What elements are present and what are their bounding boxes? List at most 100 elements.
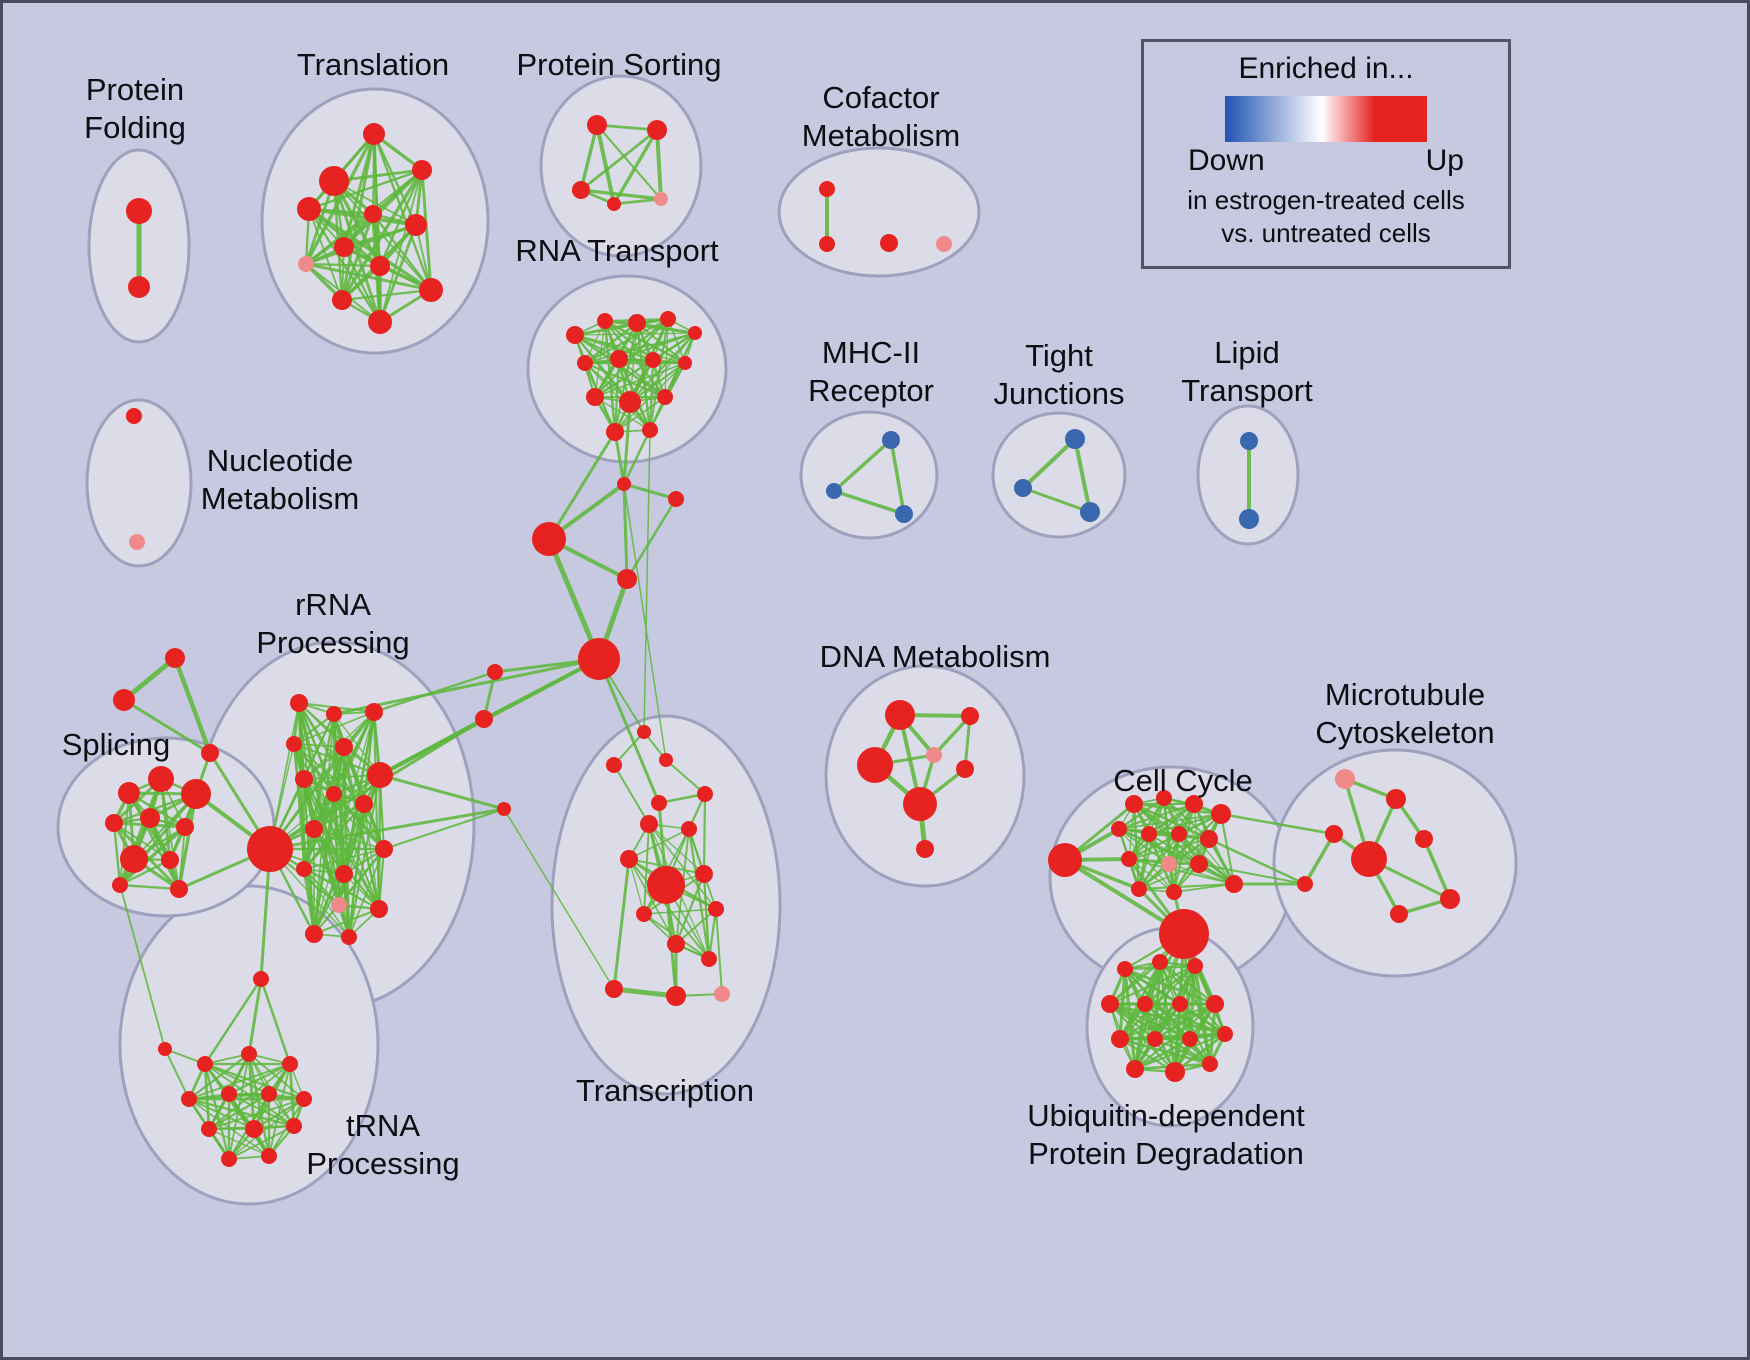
- gene-set-node[interactable]: [181, 1091, 197, 1107]
- gene-set-node[interactable]: [620, 850, 638, 868]
- gene-set-node[interactable]: [617, 569, 637, 589]
- gene-set-node[interactable]: [597, 313, 613, 329]
- gene-set-node[interactable]: [885, 700, 915, 730]
- gene-set-node[interactable]: [606, 423, 624, 441]
- gene-set-node[interactable]: [296, 1091, 312, 1107]
- gene-set-node[interactable]: [1351, 841, 1387, 877]
- gene-set-node[interactable]: [497, 802, 511, 816]
- gene-set-node[interactable]: [176, 818, 194, 836]
- gene-set-node[interactable]: [1121, 851, 1137, 867]
- gene-set-node[interactable]: [363, 123, 385, 145]
- gene-set-node[interactable]: [1166, 884, 1182, 900]
- gene-set-node[interactable]: [605, 980, 623, 998]
- gene-set-node[interactable]: [297, 197, 321, 221]
- gene-set-node[interactable]: [1225, 875, 1243, 893]
- gene-set-node[interactable]: [714, 986, 730, 1002]
- gene-set-node[interactable]: [286, 1118, 302, 1134]
- gene-set-node[interactable]: [105, 814, 123, 832]
- gene-set-node[interactable]: [1335, 769, 1355, 789]
- gene-set-node[interactable]: [936, 236, 952, 252]
- gene-set-node[interactable]: [201, 744, 219, 762]
- gene-set-node[interactable]: [1217, 1026, 1233, 1042]
- gene-set-node[interactable]: [578, 638, 620, 680]
- gene-set-node[interactable]: [645, 352, 661, 368]
- gene-set-node[interactable]: [165, 648, 185, 668]
- gene-set-node[interactable]: [678, 356, 692, 370]
- gene-set-node[interactable]: [331, 897, 347, 913]
- gene-set-node[interactable]: [334, 237, 354, 257]
- gene-set-node[interactable]: [1125, 795, 1143, 813]
- gene-set-node[interactable]: [667, 935, 685, 953]
- gene-set-node[interactable]: [118, 782, 140, 804]
- gene-set-node[interactable]: [1415, 830, 1433, 848]
- gene-set-node[interactable]: [1065, 429, 1085, 449]
- gene-set-node[interactable]: [882, 431, 900, 449]
- gene-set-node[interactable]: [610, 350, 628, 368]
- gene-set-node[interactable]: [1390, 905, 1408, 923]
- gene-set-node[interactable]: [126, 198, 152, 224]
- gene-set-node[interactable]: [697, 786, 713, 802]
- gene-set-node[interactable]: [261, 1148, 277, 1164]
- gene-set-node[interactable]: [903, 787, 937, 821]
- gene-set-node[interactable]: [668, 491, 684, 507]
- gene-set-node[interactable]: [695, 865, 713, 883]
- gene-set-node[interactable]: [129, 534, 145, 550]
- gene-set-node[interactable]: [606, 757, 622, 773]
- gene-set-node[interactable]: [628, 314, 646, 332]
- gene-set-node[interactable]: [475, 710, 493, 728]
- gene-set-node[interactable]: [1172, 996, 1188, 1012]
- gene-set-node[interactable]: [826, 483, 842, 499]
- gene-set-node[interactable]: [572, 181, 590, 199]
- gene-set-node[interactable]: [261, 1086, 277, 1102]
- gene-set-node[interactable]: [332, 290, 352, 310]
- gene-set-node[interactable]: [487, 664, 503, 680]
- gene-set-node[interactable]: [659, 753, 673, 767]
- gene-set-node[interactable]: [1171, 826, 1187, 842]
- gene-set-node[interactable]: [819, 181, 835, 197]
- gene-set-node[interactable]: [158, 1042, 172, 1056]
- gene-set-node[interactable]: [1156, 790, 1172, 806]
- gene-set-node[interactable]: [1141, 826, 1157, 842]
- gene-set-node[interactable]: [1211, 804, 1231, 824]
- gene-set-node[interactable]: [221, 1086, 237, 1102]
- gene-set-node[interactable]: [617, 477, 631, 491]
- gene-set-node[interactable]: [201, 1121, 217, 1137]
- gene-set-node[interactable]: [577, 355, 593, 371]
- gene-set-node[interactable]: [1101, 995, 1119, 1013]
- gene-set-node[interactable]: [367, 762, 393, 788]
- gene-set-node[interactable]: [368, 310, 392, 334]
- gene-set-node[interactable]: [916, 840, 934, 858]
- gene-set-node[interactable]: [1048, 843, 1082, 877]
- gene-set-node[interactable]: [113, 689, 135, 711]
- gene-set-node[interactable]: [1202, 1056, 1218, 1072]
- gene-set-node[interactable]: [587, 115, 607, 135]
- gene-set-node[interactable]: [197, 1056, 213, 1072]
- gene-set-node[interactable]: [666, 986, 686, 1006]
- gene-set-node[interactable]: [1126, 1060, 1144, 1078]
- gene-set-node[interactable]: [181, 779, 211, 809]
- gene-set-node[interactable]: [1182, 1031, 1198, 1047]
- gene-set-node[interactable]: [419, 278, 443, 302]
- gene-set-node[interactable]: [532, 522, 566, 556]
- gene-set-node[interactable]: [355, 795, 373, 813]
- gene-set-node[interactable]: [895, 505, 913, 523]
- gene-set-node[interactable]: [1152, 954, 1168, 970]
- gene-set-node[interactable]: [961, 707, 979, 725]
- gene-set-node[interactable]: [708, 901, 724, 917]
- gene-set-node[interactable]: [365, 703, 383, 721]
- gene-set-node[interactable]: [245, 1120, 263, 1138]
- gene-set-node[interactable]: [1137, 996, 1153, 1012]
- gene-set-node[interactable]: [647, 120, 667, 140]
- gene-set-node[interactable]: [681, 821, 697, 837]
- gene-set-node[interactable]: [647, 866, 685, 904]
- gene-set-node[interactable]: [1190, 855, 1208, 873]
- gene-set-node[interactable]: [566, 326, 584, 344]
- gene-set-node[interactable]: [221, 1151, 237, 1167]
- gene-set-node[interactable]: [247, 826, 293, 872]
- gene-set-node[interactable]: [660, 311, 676, 327]
- gene-set-node[interactable]: [296, 861, 312, 877]
- gene-set-node[interactable]: [637, 725, 651, 739]
- gene-set-node[interactable]: [370, 256, 390, 276]
- gene-set-node[interactable]: [335, 738, 353, 756]
- gene-set-node[interactable]: [1239, 509, 1259, 529]
